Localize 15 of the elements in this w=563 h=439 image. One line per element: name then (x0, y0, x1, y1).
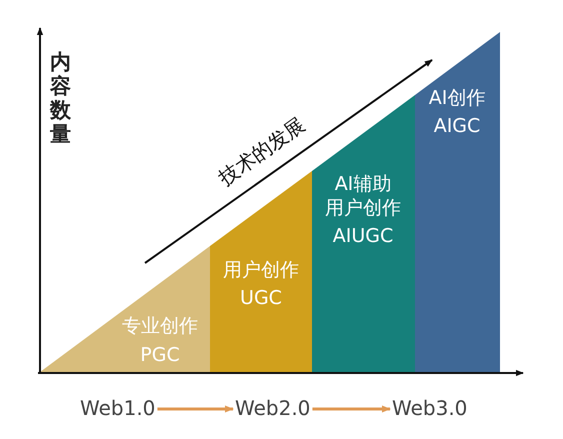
segment-abbreviation: AIGC (434, 114, 480, 138)
stage-label: Web1.0 (80, 396, 156, 420)
segment-title: 专业创作 (122, 314, 198, 338)
segment-abbreviation: UGC (240, 286, 282, 310)
segment-title: AI创作 (428, 86, 486, 110)
arrow-label: 技术的发展 (213, 111, 310, 192)
arrow (312, 405, 391, 413)
stage-label: Web2.0 (235, 396, 310, 420)
arrow (157, 405, 234, 413)
segment-abbreviation: PGC (140, 343, 180, 367)
segment-abbreviation: AIUGC (332, 224, 394, 248)
segment-title: AI辅助用户创作 (325, 172, 401, 220)
segment-title: 用户创作 (223, 258, 299, 282)
stage-label: Web3.0 (392, 396, 468, 420)
axis-title: 内容数量 (50, 50, 72, 146)
